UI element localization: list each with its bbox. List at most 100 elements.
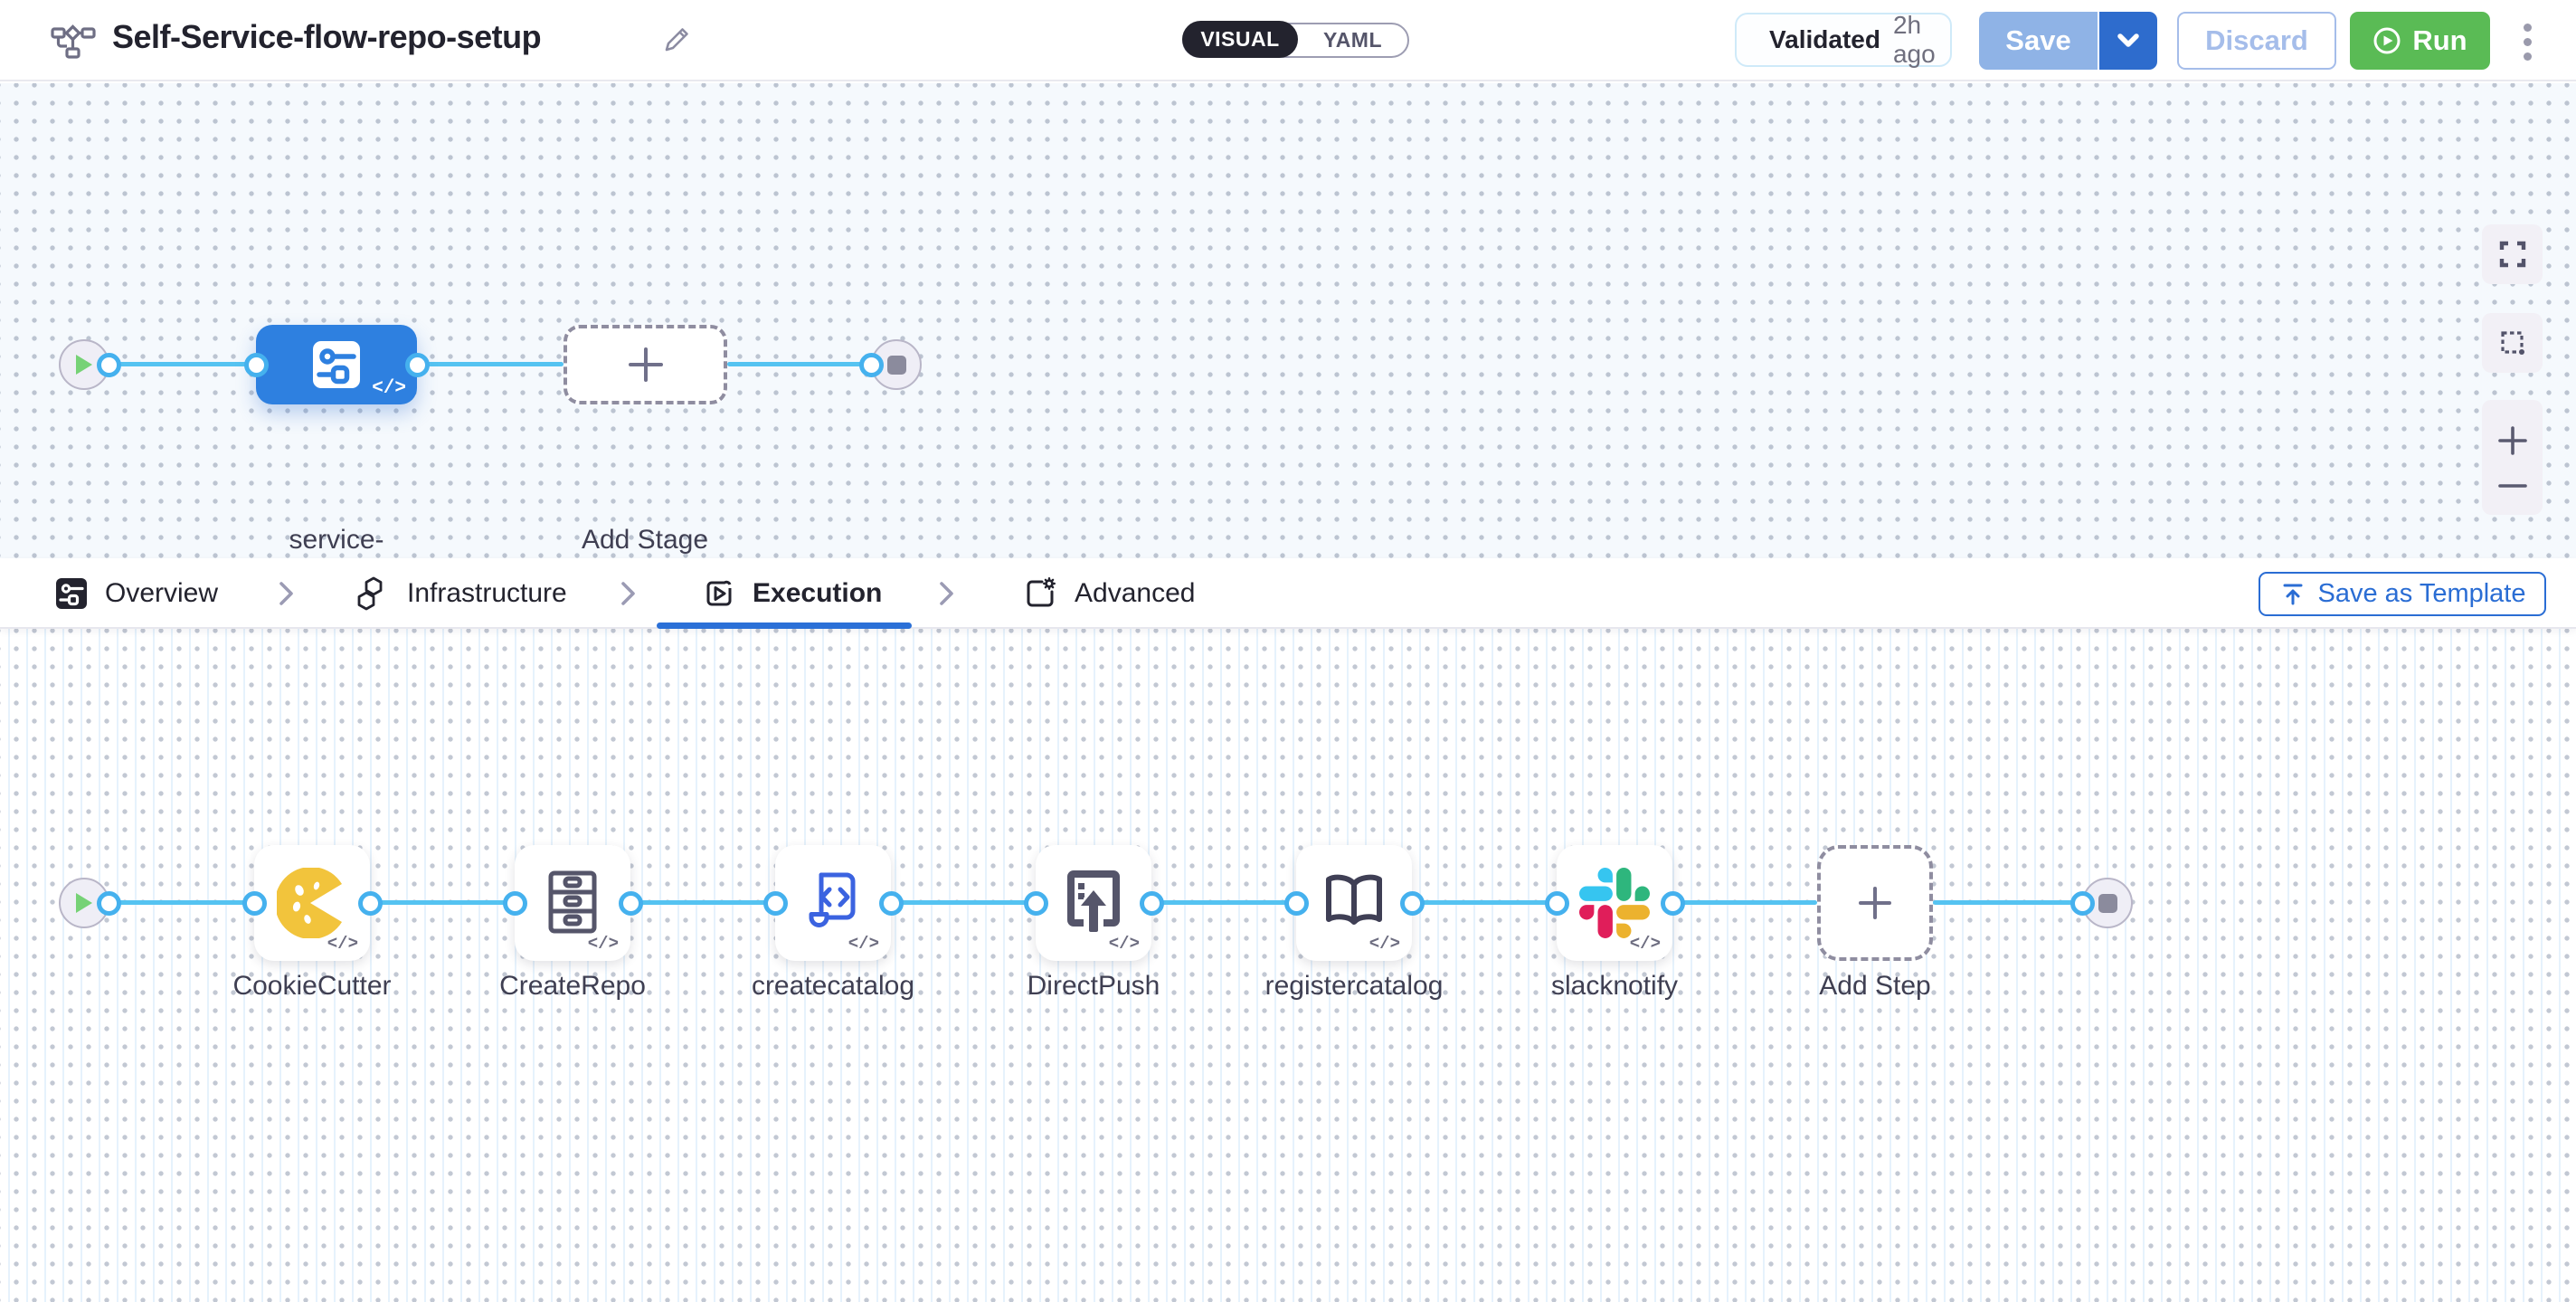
step-slacknotify[interactable]: </> <box>1557 845 1672 961</box>
step-createcatalog[interactable]: </> <box>775 845 891 961</box>
port[interactable] <box>1400 891 1425 916</box>
edge <box>1933 900 2083 905</box>
save-options-button[interactable] <box>2098 12 2157 70</box>
validated-time: 2h ago <box>1892 11 1936 68</box>
advanced-icon <box>1027 577 1056 607</box>
code-document-icon <box>809 872 856 927</box>
add-stage-button[interactable] <box>564 325 727 404</box>
add-step-label: Add Step <box>1819 971 1931 1001</box>
port[interactable] <box>503 891 527 916</box>
code-badge: </> <box>1629 934 1661 954</box>
save-as-template-button[interactable]: Save as Template <box>2259 572 2546 616</box>
plus-icon <box>1859 887 1891 919</box>
edge <box>370 900 515 905</box>
port[interactable] <box>1284 891 1309 916</box>
edge <box>1151 900 1296 905</box>
run-button[interactable]: Run <box>2350 12 2490 70</box>
play-circle-icon <box>2373 27 2401 54</box>
code-badge: </> <box>1108 934 1140 954</box>
step-label: createcatalog <box>751 971 915 1001</box>
code-badge: </> <box>587 934 619 954</box>
validated-label: Validated <box>1769 25 1880 53</box>
toggle-yaml[interactable]: YAML <box>1322 28 1383 52</box>
step-label: CookieCutter <box>232 971 392 1001</box>
chevron-right-icon <box>279 582 293 605</box>
code-badge: </> <box>327 934 358 954</box>
infrastructure-icon <box>357 576 383 611</box>
header: Self-Service-flow-repo-setup VISUAL YAML… <box>0 0 2576 81</box>
fullscreen-icon <box>2499 241 2525 268</box>
stop-icon <box>2098 893 2117 913</box>
code-badge: </> <box>372 378 406 399</box>
page-title: Self-Service-flow-repo-setup <box>112 18 542 55</box>
port[interactable] <box>1661 891 1685 916</box>
plus-icon <box>628 347 663 382</box>
chevron-right-icon <box>621 582 635 605</box>
stop-icon <box>886 355 906 375</box>
port[interactable] <box>97 353 121 377</box>
port[interactable] <box>244 353 269 377</box>
active-tab-underline <box>657 622 912 629</box>
port[interactable] <box>1545 891 1569 916</box>
stage-tabbar: Overview Infrastructure Execution <box>0 558 2576 629</box>
end-node <box>871 339 922 390</box>
step-registercatalog[interactable]: </> <box>1296 845 1412 961</box>
fullscreen-button[interactable] <box>2482 224 2543 284</box>
marquee-select-icon <box>2500 331 2524 355</box>
port[interactable] <box>1140 891 1164 916</box>
port[interactable] <box>405 353 430 377</box>
visual-yaml-toggle: VISUAL YAML <box>1182 21 1409 58</box>
toggle-visual[interactable]: VISUAL <box>1182 21 1298 58</box>
overview-icon <box>56 578 87 609</box>
drawer-cabinet-icon <box>548 870 597 934</box>
play-icon <box>76 355 92 375</box>
push-upload-icon <box>1067 870 1120 932</box>
edge <box>891 900 1036 905</box>
tab-infrastructure[interactable]: Infrastructure <box>355 558 567 629</box>
port[interactable] <box>619 891 643 916</box>
open-book-icon <box>1326 874 1382 925</box>
step-cookiecutter[interactable]: </> <box>254 845 370 961</box>
execution-icon <box>706 580 732 606</box>
save-button[interactable]: Save <box>1979 12 2098 70</box>
stage-node-service-onboarding[interactable]: </> <box>256 325 417 404</box>
edge <box>109 900 254 905</box>
zoom-out-icon[interactable] <box>2496 480 2529 491</box>
step-label: slacknotify <box>1550 971 1679 1001</box>
port[interactable] <box>859 353 884 377</box>
chevron-down-icon <box>2117 33 2139 47</box>
edge <box>109 362 256 366</box>
port[interactable] <box>2070 891 2095 916</box>
chevron-right-icon <box>940 582 953 605</box>
port[interactable] <box>1024 891 1048 916</box>
code-badge: </> <box>1368 934 1400 954</box>
tab-execution[interactable]: Execution <box>702 558 882 629</box>
stage-canvas[interactable]: </> service- onboarding Add Stage <box>0 83 2576 593</box>
step-createrepo[interactable]: </> <box>515 845 630 961</box>
step-directpush[interactable]: </> <box>1036 845 1151 961</box>
edge <box>417 362 564 366</box>
tab-overview[interactable]: Overview <box>54 558 218 629</box>
port[interactable] <box>879 891 904 916</box>
more-options-button[interactable] <box>2509 18 2545 65</box>
port[interactable] <box>242 891 267 916</box>
port[interactable] <box>97 891 121 916</box>
edit-title-icon[interactable] <box>662 25 691 59</box>
add-step-button[interactable] <box>1817 845 1933 961</box>
code-badge: </> <box>848 934 879 954</box>
discard-button[interactable]: Discard <box>2177 12 2336 70</box>
port[interactable] <box>763 891 788 916</box>
add-stage-label: Add Stage <box>581 525 709 555</box>
port[interactable] <box>358 891 383 916</box>
zoom-in-icon[interactable] <box>2496 424 2529 457</box>
save-split-button: Save <box>1979 12 2157 70</box>
cookiecutter-icon <box>277 868 342 938</box>
pipeline-icon <box>51 20 96 66</box>
tab-advanced[interactable]: Advanced <box>1022 558 1195 629</box>
multi-select-button[interactable] <box>2482 313 2543 373</box>
execution-canvas[interactable]: </> </> </> <box>0 629 2576 1302</box>
validation-status[interactable]: Validated 2h ago <box>1735 11 1952 68</box>
edge <box>630 900 775 905</box>
zoom-control <box>2482 400 2543 515</box>
